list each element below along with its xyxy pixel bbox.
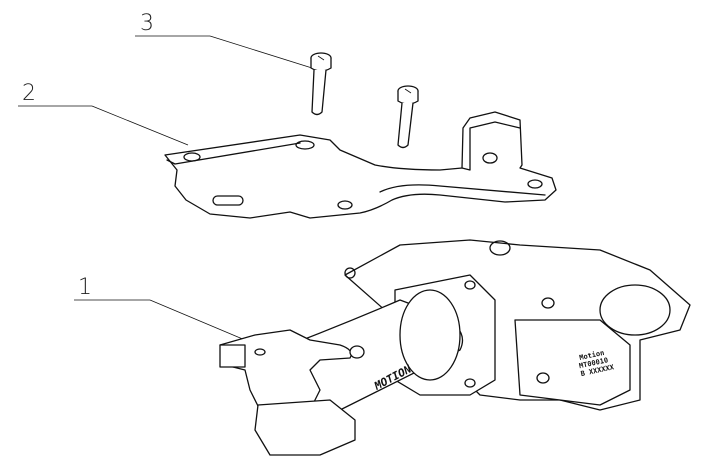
callout-number-2: 2 (22, 81, 36, 106)
steering-column-assembly: MOTION Motion MT00010 B XXXXXX (219, 239, 691, 456)
screw-right (397, 85, 419, 149)
callout-number-3: 3 (140, 11, 154, 36)
callout-3: 3 (135, 11, 313, 69)
screw-left (310, 52, 332, 116)
callout-number-1: 1 (78, 275, 92, 300)
mounting-bracket (164, 111, 557, 219)
callout-2: 2 (18, 81, 189, 146)
callout-1: 1 (74, 275, 246, 341)
